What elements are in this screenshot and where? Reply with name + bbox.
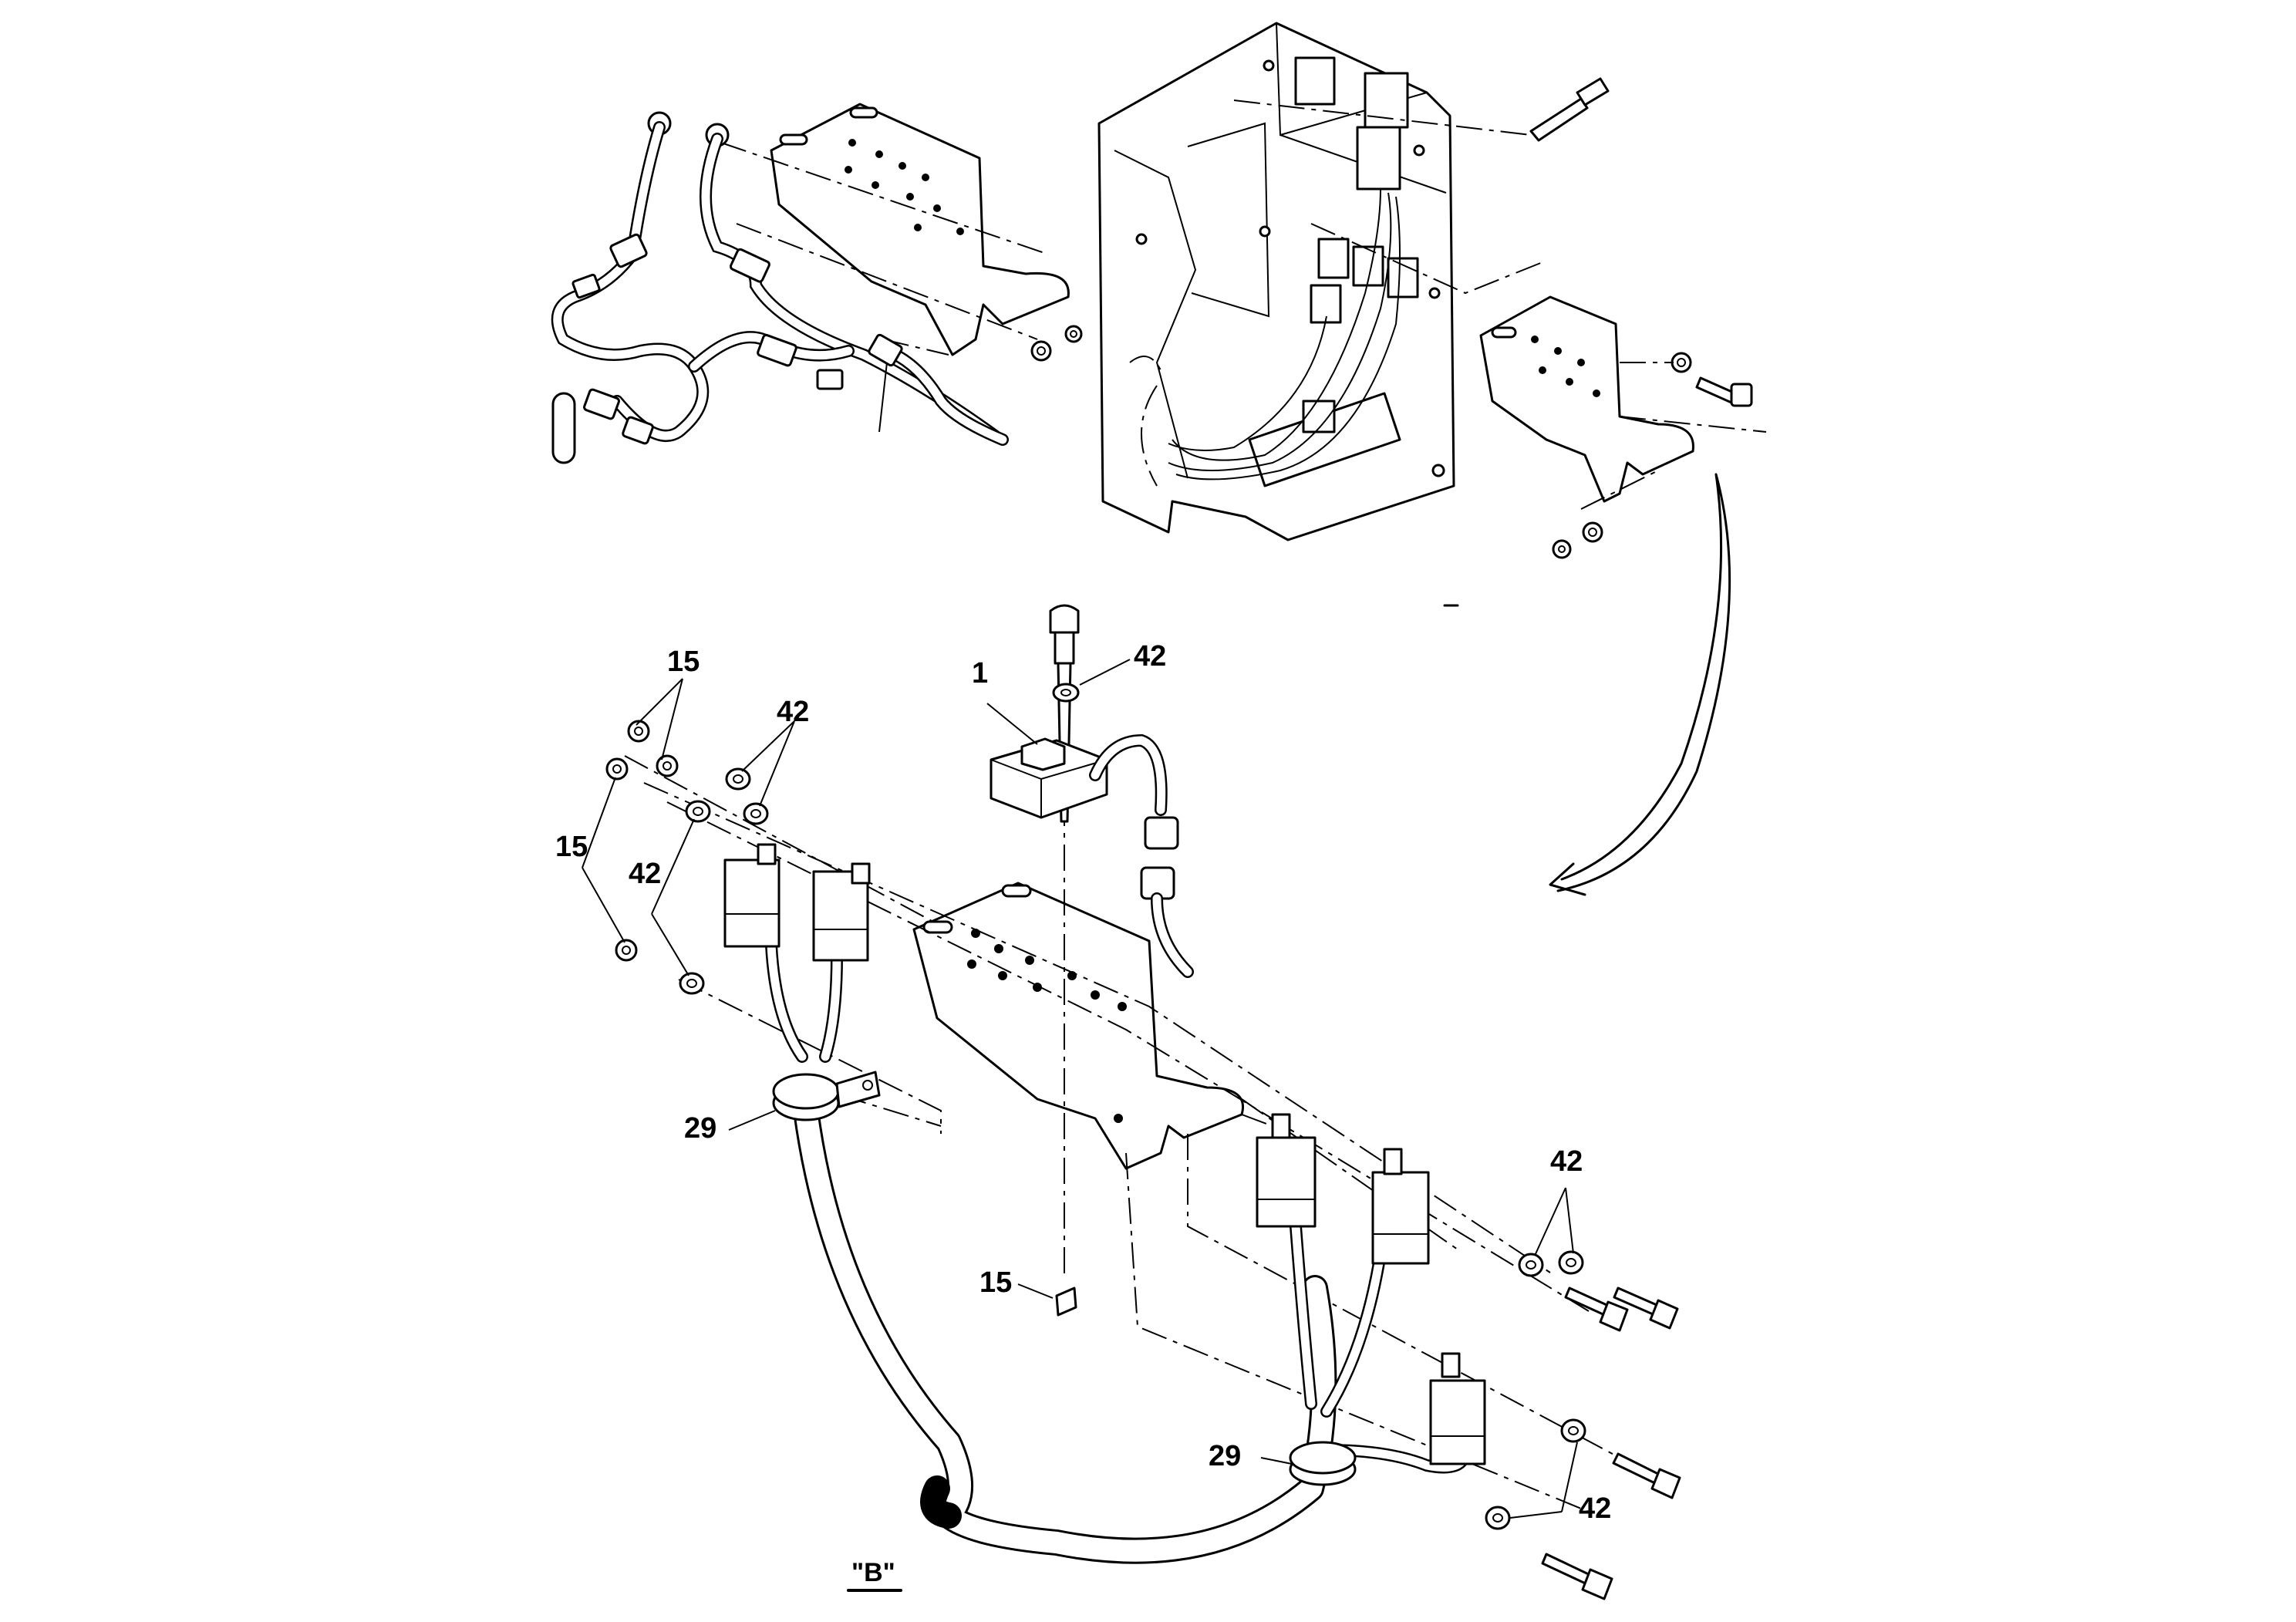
callout-42-right-lower: 42 [1579, 1492, 1611, 1525]
callout-15-left: 15 [555, 831, 588, 863]
relay-left-2 [812, 870, 869, 962]
callout-leaders [582, 659, 1578, 1519]
right-mounting-bracket [1479, 295, 1694, 503]
view-label-b: "B" [851, 1558, 895, 1587]
relay-right-3 [1429, 1379, 1486, 1465]
item-42-washers [679, 767, 1586, 1530]
callout-29-right: 29 [1209, 1440, 1241, 1472]
upper-enclosure-assembly [1097, 22, 1610, 541]
callout-42-top: 42 [1134, 640, 1166, 673]
upper-left-harness-assembly [551, 103, 1083, 464]
item-1-component [990, 739, 1108, 819]
callout-42-upper-left: 42 [777, 696, 809, 728]
view-direction-arrow [1556, 473, 1731, 892]
relay-left-1 [723, 858, 781, 948]
callout-42-left: 42 [629, 858, 661, 890]
callout-42-right-upper: 42 [1550, 1145, 1583, 1178]
callout-29-left: 29 [684, 1112, 716, 1145]
relay-right-1 [1256, 1136, 1317, 1228]
callout-15-top: 15 [667, 646, 700, 678]
right-bracket-assembly [1443, 295, 1767, 896]
view-b-mounting-bracket [912, 882, 1244, 1170]
item-15-nuts [605, 720, 1077, 1317]
callout-15-bottom: 15 [979, 1266, 1012, 1299]
lower-bolts [1541, 1286, 1681, 1600]
callout-labels: 1 42 15 42 15 42 29 15 42 29 42 "B" [555, 640, 1611, 1592]
relay-right-2 [1371, 1171, 1430, 1265]
view-b-assembly [605, 604, 1681, 1600]
callout-1: 1 [972, 657, 988, 690]
